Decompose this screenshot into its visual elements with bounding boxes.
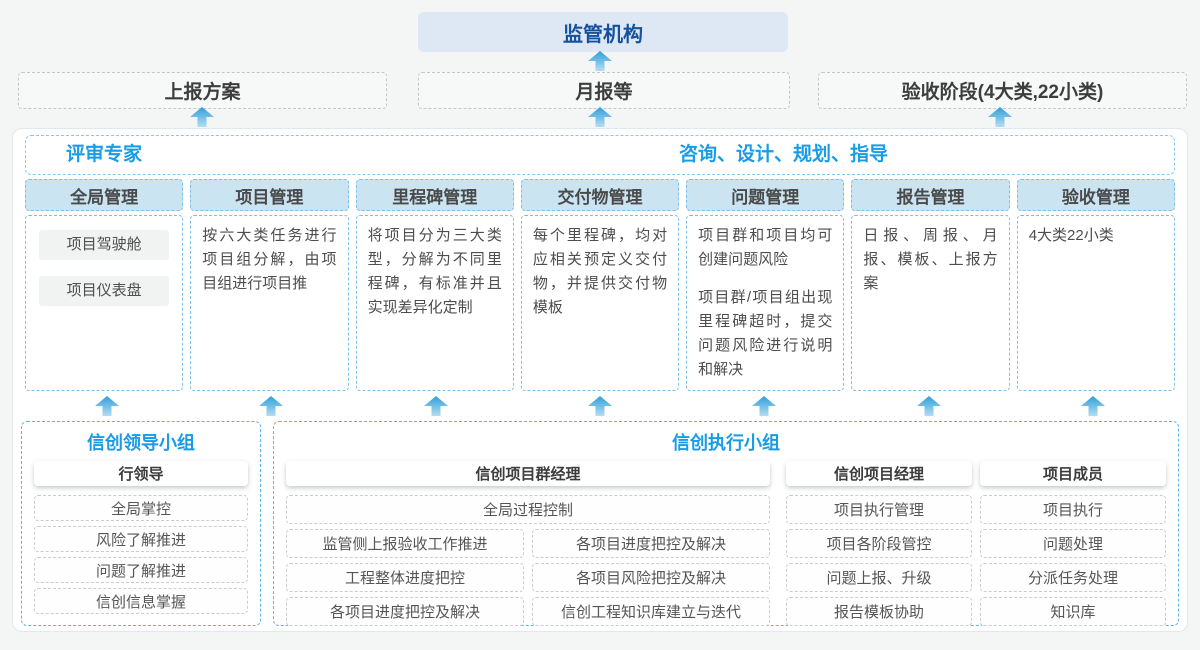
project-manager-column: 信创项目经理 项目执行管理 项目各阶段管控 问题上报、升级 报告模板协助 bbox=[786, 461, 972, 631]
duty-item: 风险了解推进 bbox=[34, 526, 248, 552]
team-to-columns-arrows bbox=[25, 395, 1175, 417]
role-pill-bank-leader: 行领导 bbox=[34, 461, 248, 486]
duty-item: 全局过程控制 bbox=[286, 495, 770, 524]
feature-pill: 项目仪表盘 bbox=[39, 276, 170, 306]
up-arrow-icon bbox=[354, 395, 518, 417]
column-title: 里程碑管理 bbox=[355, 179, 514, 211]
column-global-management: 全局管理 项目驾驶舱 项目仪表盘 bbox=[25, 179, 184, 391]
column-title: 全局管理 bbox=[25, 179, 184, 211]
duty-item: 监管侧上报验收工作推进 bbox=[286, 529, 524, 558]
up-arrow-icon bbox=[987, 107, 1013, 127]
duty-item: 各项目进度把控及解决 bbox=[286, 597, 524, 626]
team-groups-row: 信创领导小组 行领导 全局掌控 风险了解推进 问题了解推进 信创信息掌握 信创执… bbox=[21, 421, 1179, 626]
role-pill-project-member: 项目成员 bbox=[980, 461, 1166, 486]
regulator-box: 监管机构 bbox=[418, 12, 788, 52]
duty-item: 各项目进度把控及解决 bbox=[532, 529, 770, 558]
leader-group-box: 信创领导小组 行领导 全局掌控 风险了解推进 问题了解推进 信创信息掌握 bbox=[21, 421, 261, 626]
column-body: 项目驾驶舱 项目仪表盘 bbox=[25, 215, 184, 391]
role-pill-program-manager: 信创项目群经理 bbox=[286, 461, 770, 486]
column-milestone-management: 里程碑管理 将项目分为三大类型，分解为不同里程碑，有标准并且实现差异化定制 bbox=[355, 179, 514, 391]
duty-item: 全局掌控 bbox=[34, 495, 248, 521]
duty-item: 知识库 bbox=[980, 597, 1166, 626]
column-title: 验收管理 bbox=[1016, 179, 1175, 211]
column-paragraph: 项目群和项目均可创建问题风险 bbox=[698, 227, 833, 268]
up-arrow-icon bbox=[682, 395, 846, 417]
up-arrow-icon bbox=[189, 395, 353, 417]
program-manager-duty-grid: 监管侧上报验收工作推进 各项目进度把控及解决 工程整体进度把控 各项目风险把控及… bbox=[286, 529, 770, 631]
duty-item: 问题了解推进 bbox=[34, 557, 248, 583]
column-deliverable-management: 交付物管理 每个里程碑，均对应相关预定义交付物，并提供交付物模板 bbox=[520, 179, 680, 391]
duty-item: 问题上报、升级 bbox=[786, 563, 972, 592]
column-body: 项目群和项目均可创建问题风险 项目群/项目组出现里程碑超时，提交问题风险进行说明… bbox=[686, 215, 845, 391]
output-box-acceptance-stage: 验收阶段(4大类,22小类) bbox=[818, 72, 1187, 109]
column-paragraph: 日报、周报、月报、模板、上报方案 bbox=[863, 227, 998, 292]
feature-pill: 项目驾驶舱 bbox=[39, 230, 170, 260]
program-manager-column: 信创项目群经理 全局过程控制 监管侧上报验收工作推进 各项目进度把控及解决 工程… bbox=[286, 461, 770, 631]
advisor-strip: 评审专家 咨询、设计、规划、指导 bbox=[25, 135, 1175, 175]
duty-item: 工程整体进度把控 bbox=[286, 563, 524, 592]
duty-item: 信创工程知识库建立与迭代 bbox=[532, 597, 770, 626]
column-report-management: 报告管理 日报、周报、月报、模板、上报方案 bbox=[851, 179, 1010, 391]
output-box-report-plan: 上报方案 bbox=[18, 72, 387, 109]
duty-item: 项目各阶段管控 bbox=[786, 529, 972, 558]
column-body: 日报、周报、月报、模板、上报方案 bbox=[851, 215, 1010, 391]
up-arrow-icon bbox=[846, 395, 1010, 417]
column-body: 4大类22小类 bbox=[1016, 215, 1175, 391]
up-arrow-icon bbox=[518, 395, 682, 417]
column-title: 交付物管理 bbox=[520, 179, 680, 211]
management-columns: 全局管理 项目驾驶舱 项目仪表盘 项目管理 按六大类任务进行项目组分解，由项目组… bbox=[25, 179, 1175, 391]
project-member-column: 项目成员 项目执行 问题处理 分派任务处理 知识库 bbox=[980, 461, 1166, 631]
exec-group-columns: 信创项目群经理 全局过程控制 监管侧上报验收工作推进 各项目进度把控及解决 工程… bbox=[286, 461, 1166, 631]
column-body: 按六大类任务进行项目组分解，由项目组进行项目推 bbox=[190, 215, 349, 391]
column-paragraph: 将项目分为三大类型，分解为不同里程碑，有标准并且实现差异化定制 bbox=[367, 227, 502, 316]
column-issue-management: 问题管理 项目群和项目均可创建问题风险 项目群/项目组出现里程碑超时，提交问题风… bbox=[686, 179, 845, 391]
column-title: 报告管理 bbox=[851, 179, 1010, 211]
role-pill-project-manager: 信创项目经理 bbox=[786, 461, 972, 486]
up-arrow-icon bbox=[189, 107, 215, 127]
duty-item: 问题处理 bbox=[980, 529, 1166, 558]
duty-item: 信创信息掌握 bbox=[34, 588, 248, 614]
exec-group-box: 信创执行小组 信创项目群经理 全局过程控制 监管侧上报验收工作推进 各项目进度把… bbox=[273, 421, 1179, 626]
up-arrow-icon bbox=[1011, 395, 1175, 417]
up-arrow-icon bbox=[587, 107, 613, 127]
up-arrow-icon bbox=[587, 51, 613, 71]
column-title: 问题管理 bbox=[686, 179, 845, 211]
duty-item: 分派任务处理 bbox=[980, 563, 1166, 592]
up-arrow-icon bbox=[25, 395, 189, 417]
exec-group-title: 信创执行小组 bbox=[672, 433, 780, 453]
column-paragraph: 每个里程碑，均对应相关预定义交付物，并提供交付物模板 bbox=[532, 227, 668, 316]
column-acceptance-management: 验收管理 4大类22小类 bbox=[1016, 179, 1175, 391]
column-paragraph: 4大类22小类 bbox=[1028, 227, 1114, 244]
column-body: 每个里程碑，均对应相关预定义交付物，并提供交付物模板 bbox=[520, 215, 680, 391]
column-body: 将项目分为三大类型，分解为不同里程碑，有标准并且实现差异化定制 bbox=[355, 215, 514, 391]
duty-item: 项目执行管理 bbox=[786, 495, 972, 524]
duty-item: 各项目风险把控及解决 bbox=[532, 563, 770, 592]
platform-panel: 评审专家 咨询、设计、规划、指导 全局管理 项目驾驶舱 项目仪表盘 项目管理 按… bbox=[12, 128, 1188, 632]
column-paragraph: 项目群/项目组出现里程碑超时，提交问题风险进行说明和解决 bbox=[698, 289, 833, 378]
leader-group-title: 信创领导小组 bbox=[87, 433, 195, 453]
column-project-management: 项目管理 按六大类任务进行项目组分解，由项目组进行项目推 bbox=[190, 179, 349, 391]
consulting-label: 咨询、设计、规划、指导 bbox=[679, 144, 889, 165]
output-box-monthly-report: 月报等 bbox=[418, 72, 790, 109]
duty-item: 报告模板协助 bbox=[786, 597, 972, 626]
column-paragraph: 按六大类任务进行项目组分解，由项目组进行项目推 bbox=[202, 227, 337, 292]
review-experts-label: 评审专家 bbox=[66, 144, 143, 165]
column-title: 项目管理 bbox=[190, 179, 349, 211]
duty-item: 项目执行 bbox=[980, 495, 1166, 524]
